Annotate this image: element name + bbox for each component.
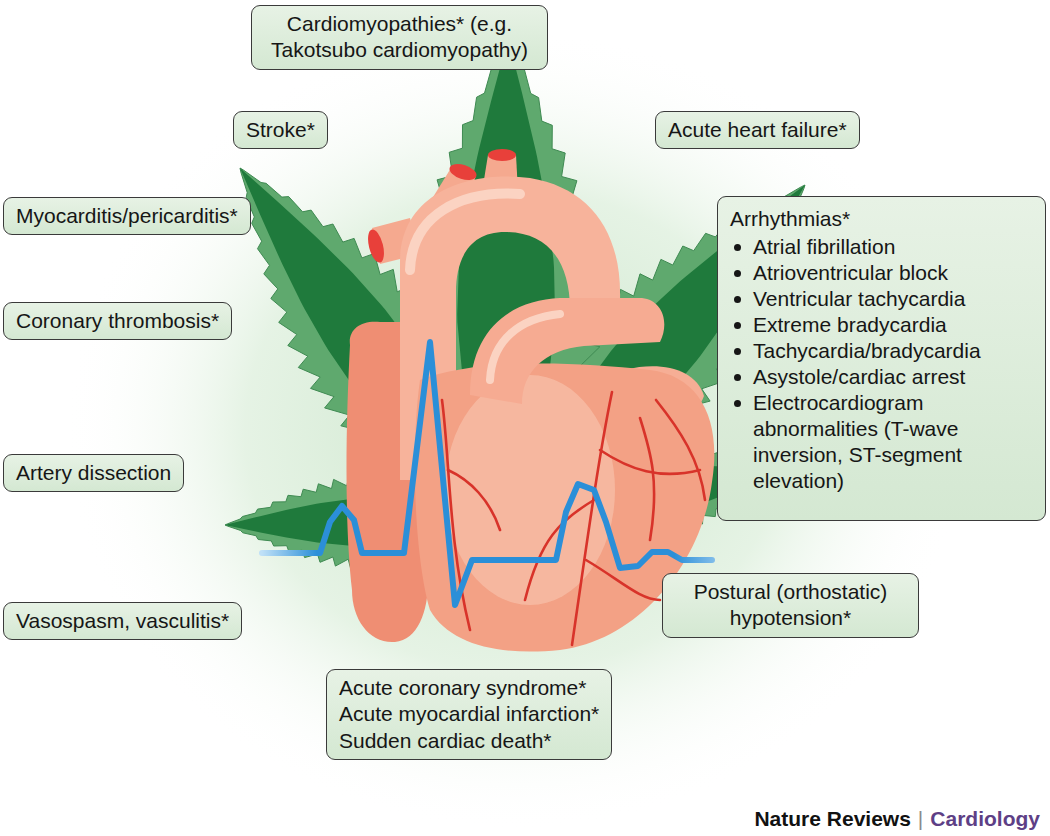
bullet-dot [734, 348, 741, 355]
bullet-dot [734, 322, 741, 329]
box-text: Acute myocardial infarction* [339, 701, 599, 727]
bullet-dot [734, 400, 741, 407]
bullet-item: Extreme bradycardia [730, 312, 1033, 338]
bullet-item: Asystole/cardiac arrest [730, 364, 1033, 390]
box-text: Postural (orthostatic) hypotension* [675, 579, 906, 632]
illustration-part [470, 298, 664, 404]
heart [347, 149, 715, 652]
box-text: Sudden cardiac death* [339, 728, 599, 754]
bullet-item: Atrioventricular block [730, 260, 1033, 286]
bullet-item: Tachycardia/bradycardia [730, 338, 1033, 364]
illustration-part [365, 228, 387, 264]
illustration-part [488, 149, 516, 161]
condition-box: Coronary thrombosis* [3, 302, 232, 340]
illustration-part [448, 470, 500, 530]
journal-name: Nature Reviews [754, 806, 910, 831]
bullet-item: Atrial fibrillation [730, 234, 1033, 260]
bullet-item: Ventricular tachycardia [730, 286, 1033, 312]
box-text: Cardiomyopathies* (e.g. Takotsubo cardio… [264, 11, 535, 64]
journal-footer: Nature Reviews | Cardiology [754, 806, 1040, 831]
box-text: Artery dissection [16, 460, 171, 486]
box-text: Acute heart failure* [668, 117, 847, 143]
condition-box: Vasospasm, vasculitis* [3, 602, 242, 640]
box-heading: Arrhythmias* [730, 205, 1033, 233]
box-text: Atrioventricular block [753, 260, 948, 286]
box-text: Ventricular tachycardia [753, 286, 965, 312]
box-text: Myocarditis/pericarditis* [16, 203, 238, 229]
box-text: Asystole/cardiac arrest [753, 364, 965, 390]
condition-box: Stroke* [233, 111, 328, 149]
separator: | [918, 806, 923, 831]
bullet-item: Electrocardiogram abnormalities (T-wave … [730, 390, 1033, 494]
illustration-part [448, 161, 479, 183]
illustration-part [490, 314, 560, 380]
ecg-trace [262, 342, 712, 605]
illustration-part [410, 194, 520, 270]
illustration-part [640, 418, 654, 540]
box-text: Stroke* [246, 117, 315, 143]
box-text: Electrocardiogram abnormalities (T-wave … [753, 390, 1033, 494]
box-text: Coronary thrombosis* [16, 308, 219, 334]
condition-box: Acute heart failure* [655, 111, 860, 149]
bullet-dot [734, 296, 741, 303]
condition-box: Postural (orthostatic) hypotension* [662, 573, 919, 638]
box-text: Extreme bradycardia [753, 312, 947, 338]
condition-box: Myocarditis/pericarditis* [3, 197, 251, 235]
journal-section: Cardiology [930, 806, 1040, 831]
condition-box: Acute coronary syndrome*Acute myocardial… [326, 669, 612, 760]
bullet-dot [734, 270, 741, 277]
condition-box: Cardiomyopathies* (e.g. Takotsubo cardio… [251, 5, 548, 70]
condition-box: Artery dissection [3, 454, 184, 492]
box-text: Tachycardia/bradycardia [753, 338, 981, 364]
list-box: Arrhythmias*Atrial fibrillationAtriovent… [717, 196, 1046, 521]
box-text: Atrial fibrillation [753, 234, 895, 260]
box-text: Vasospasm, vasculitis* [16, 608, 229, 634]
box-text: Acute coronary syndrome* [339, 675, 599, 701]
bullet-dot [734, 244, 741, 251]
bullet-dot [734, 374, 741, 381]
illustration-part [656, 400, 705, 500]
